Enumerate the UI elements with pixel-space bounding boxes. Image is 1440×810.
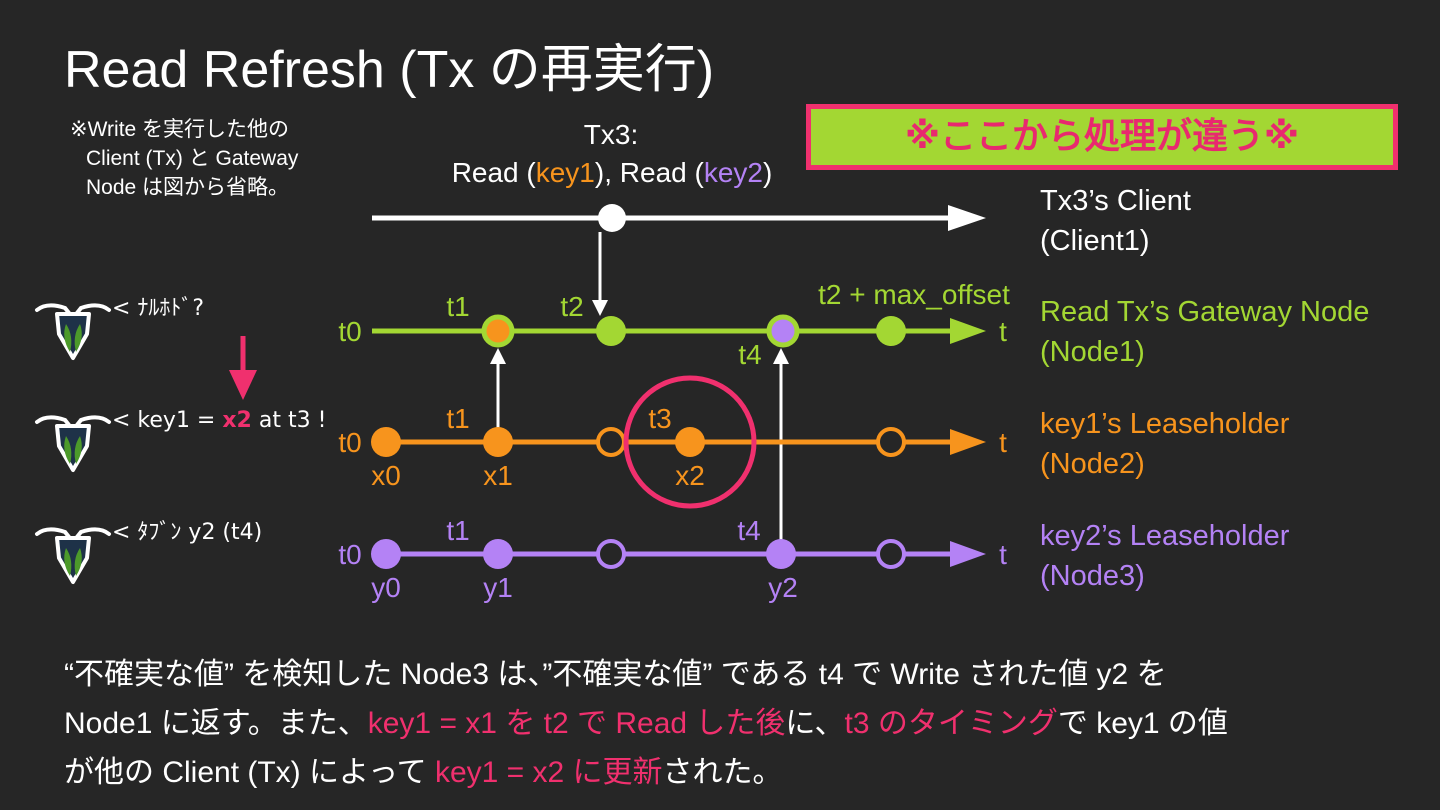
- cockroach-logo-icon: [35, 303, 111, 360]
- page-title: Read Refresh (Tx の再実行): [64, 41, 715, 99]
- value-x2: x2: [675, 460, 705, 491]
- node3-t4-label: t4: [737, 515, 760, 546]
- explanation-line-2: Node1 に返す。また、key1 = x1 を t2 で Read した後に、…: [64, 707, 1228, 740]
- node3-t1-label: t1: [446, 515, 469, 546]
- node1-t2-point: [596, 316, 626, 346]
- dialogue-1: < ﾅﾙﾎﾄﾞ?: [112, 296, 204, 321]
- value-y1: y1: [483, 572, 513, 603]
- key1-response-arrow: [490, 348, 506, 430]
- node2-start-label: t0: [338, 427, 361, 458]
- value-y0: y0: [371, 572, 401, 603]
- node3-y0-point: [371, 539, 401, 569]
- client-lane: [372, 204, 986, 232]
- node1-t2-label: t2: [560, 291, 583, 322]
- node1-t1-label: t1: [446, 291, 469, 322]
- note-line-1: ※Write を実行した他の: [70, 118, 290, 141]
- processing-differs-banner: ※ここから処理が違う※: [806, 104, 1398, 170]
- node1-max-offset-point: [876, 316, 906, 346]
- highlight-read-after: key1 = x1 を t2 で Read した後: [367, 707, 786, 740]
- node3-y1-point: [483, 539, 513, 569]
- node2-lane: [371, 427, 986, 457]
- highlight-updated: key1 = x2 に更新: [434, 756, 663, 789]
- node1-label-2: (Node1): [1040, 336, 1145, 368]
- down-arrow-icon: [229, 336, 257, 400]
- node2-x0-point: [371, 427, 401, 457]
- node2-label-2: (Node2): [1040, 448, 1145, 480]
- node1-max-offset-label: t2 + max_offset: [818, 279, 1010, 310]
- node3-label-2: (Node3): [1040, 560, 1145, 592]
- node2-t1-label: t1: [446, 403, 469, 434]
- cockroach-logo-icon: [35, 415, 111, 472]
- node3-start-label: t0: [338, 539, 361, 570]
- node2-x2-point: [675, 427, 705, 457]
- explanation-text: “不確実な値” を検知した Node3 は、”不確実な値” である t4 で W…: [64, 650, 1228, 797]
- key2-response-arrow: [773, 348, 789, 542]
- value-y2: y2: [768, 572, 798, 603]
- explanation-line-3: が他の Client (Tx) によって key1 = x2 に更新された。: [64, 756, 783, 789]
- tx3-key2: key2: [704, 157, 763, 188]
- node1-t1-point: [481, 314, 515, 348]
- node1-t4-point: [766, 314, 800, 348]
- request-arrow: [592, 232, 608, 316]
- dialogue-3: < ﾀﾌﾞﾝ y2 (t4): [112, 520, 262, 545]
- node2-label-1: key1’s Leaseholder: [1040, 408, 1290, 440]
- client-label-1: Tx3’s Client: [1040, 185, 1191, 217]
- node2-t3-label: t3: [648, 403, 671, 434]
- t3-highlight-circle: [623, 375, 757, 509]
- client-label-2: (Client1): [1040, 225, 1150, 257]
- node1-lane: [372, 314, 986, 348]
- node2-empty-point-1: [596, 427, 626, 457]
- explanation-line-1: “不確実な値” を検知した Node3 は、”不確実な値” である t4 で W…: [64, 658, 1167, 691]
- tx3-operations: Read (key1), Read (key2): [452, 157, 773, 188]
- value-x0: x0: [371, 460, 401, 491]
- dialogue-2: < key1 = x2 at t3 !: [112, 408, 326, 433]
- node3-label-1: key2’s Leaseholder: [1040, 520, 1290, 552]
- tx3-label: Tx3:: [584, 119, 638, 150]
- tx3-key1: key1: [536, 157, 595, 188]
- highlight-t3-timing: t3 のタイミング: [844, 707, 1058, 740]
- node3-empty-point-1: [596, 539, 626, 569]
- node2-end-label: t: [999, 427, 1007, 458]
- value-x1: x1: [483, 460, 513, 491]
- node3-end-label: t: [999, 539, 1007, 570]
- node3-y2-point: [766, 539, 796, 569]
- node3-lane: [371, 539, 986, 569]
- omission-note: ※Write を実行した他の Client (Tx) と Gateway Nod…: [70, 115, 298, 202]
- node1-start-label: t0: [338, 316, 361, 347]
- node1-label-1: Read Tx’s Gateway Node: [1040, 296, 1369, 328]
- dialogue-2-value: x2: [222, 408, 252, 433]
- node2-x1-point: [483, 427, 513, 457]
- note-line-2: Client (Tx) と Gateway: [86, 147, 299, 170]
- node1-end-label: t: [999, 316, 1007, 347]
- node1-t4-label: t4: [738, 339, 761, 370]
- note-line-3: Node は図から省略。: [86, 176, 290, 199]
- node3-empty-point-2: [876, 539, 906, 569]
- cockroach-logo-icon: [35, 527, 111, 584]
- node2-empty-point-2: [876, 427, 906, 457]
